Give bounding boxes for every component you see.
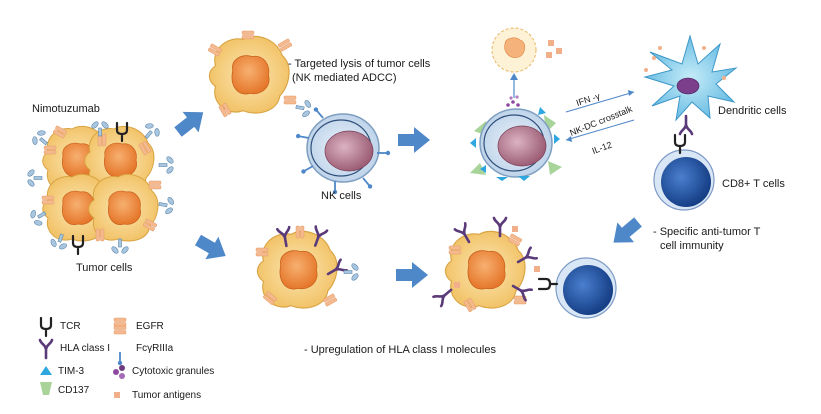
- cd8-t-cell: [653, 133, 715, 211]
- arrow-nk-to-dc: [398, 127, 430, 153]
- legend-antigen-label: Tumor antigens: [132, 390, 202, 401]
- antitumor-immunity-label: - Specific anti-tumor T: [653, 226, 761, 238]
- arrow-upregulated-to-tcell: [396, 262, 428, 288]
- nk-adcc-label: (NK mediated ADCC): [292, 72, 397, 84]
- legend-fcgriiia-label: FcγRIIIa: [136, 343, 174, 354]
- legend-granules-label: Cytotoxic granules: [132, 366, 215, 377]
- dendritic-cells-label: Dendritic cells: [718, 105, 787, 117]
- legend-egfr-label: EGFR: [136, 321, 164, 332]
- nk-cells-label: NK cells: [321, 190, 362, 202]
- lysed-tumor-cell: [491, 27, 562, 98]
- legend-tcr-label: TCR: [60, 321, 81, 332]
- hla-upregulation-label: - Upregulation of HLA class I molecules: [304, 344, 496, 356]
- tumor-cluster: [26, 119, 177, 256]
- tumor-cells-label: Tumor cells: [76, 262, 133, 274]
- arrow-to-nk-lysis: [169, 102, 212, 143]
- hla-presenting-tumor-cell: [432, 216, 540, 313]
- activated-nk-cell: [470, 95, 562, 181]
- legend-icons: [38, 316, 127, 398]
- nk-cell: [294, 105, 392, 196]
- hla-upregulated-tumor-cell: [255, 225, 360, 309]
- legend-tim3-label: TIM-3: [58, 366, 85, 377]
- dendritic-cell: [643, 34, 738, 136]
- nimotuzumab-label: Nimotuzumab: [32, 103, 100, 115]
- cd8-t-cells-label: CD8+ T cells: [722, 178, 785, 190]
- targeted-lysis-label: - Targeted lysis of tumor cells: [288, 58, 431, 70]
- arrow-tcell-activation: [605, 212, 647, 253]
- crosstalk-arrows: [565, 90, 635, 142]
- cell-immunity-label: cell immunity: [660, 240, 724, 252]
- effector-t-cell: [537, 257, 617, 319]
- arrow-to-hla-upregulation: [191, 228, 233, 268]
- legend-hla-label: HLA class I: [60, 343, 111, 354]
- legend-cd137-label: CD137: [58, 385, 90, 396]
